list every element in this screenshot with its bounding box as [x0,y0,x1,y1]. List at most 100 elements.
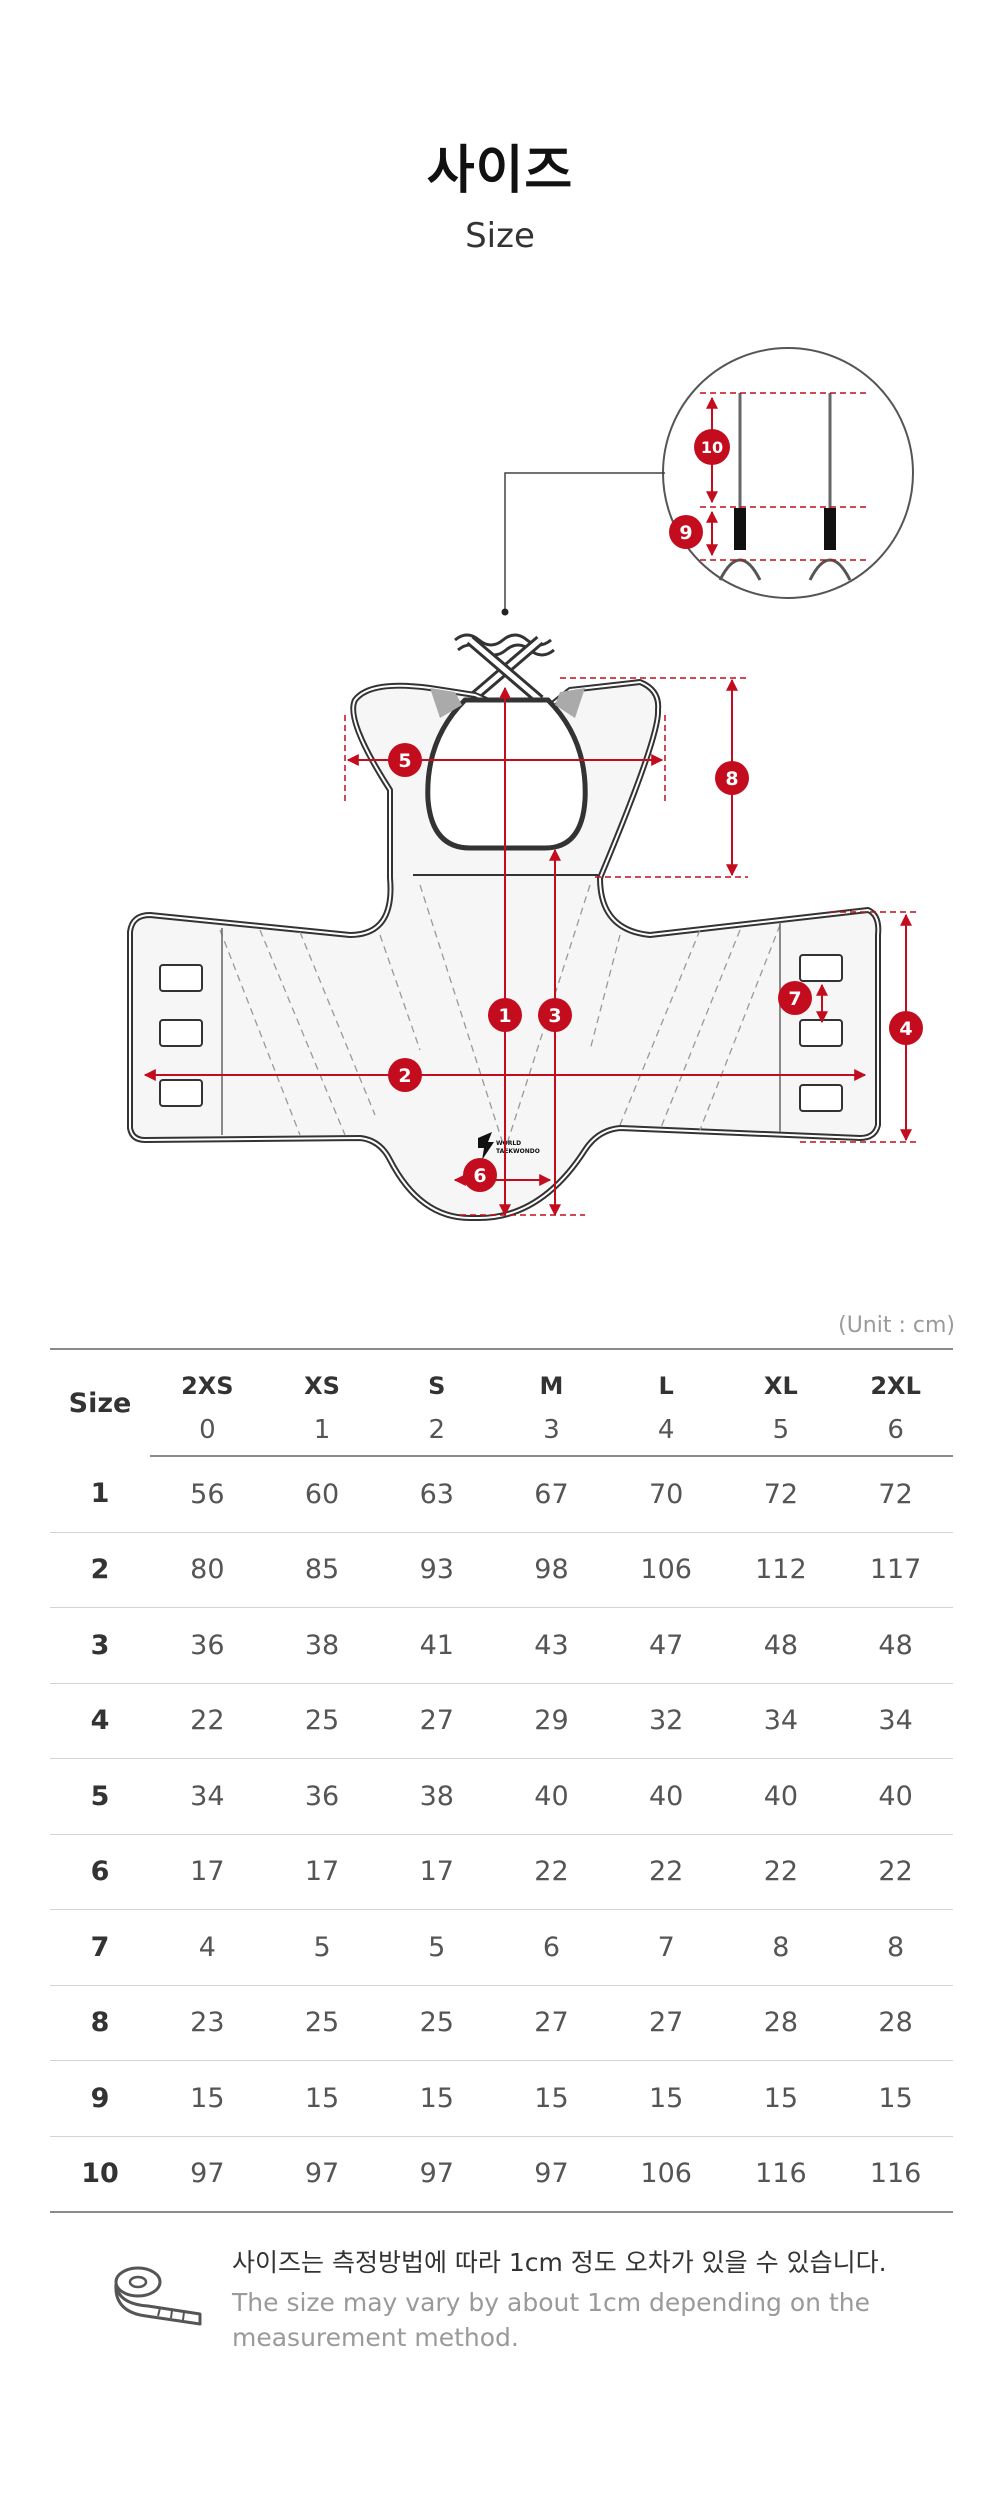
table-cell: 97 [494,2136,609,2213]
measurement-number: 8 [50,1985,150,2061]
table-cell: 85 [264,1532,380,1608]
table-cell: 15 [264,2060,380,2137]
measurement-number: 1 [50,1456,150,1533]
table-cell: 22 [723,1834,839,1910]
note-korean: 사이즈는 측정방법에 따라 1cm 정도 오차가 있을 수 있습니다. [232,2248,887,2277]
table-cell: 93 [379,1532,495,1608]
table-cell: 48 [723,1607,839,1684]
size-number: 6 [838,1404,953,1457]
note-english: The size may vary by about 1cm depending… [232,2288,870,2352]
marker-6: 6 [463,1158,497,1192]
table-cell: 32 [608,1683,724,1759]
marker-9: 9 [669,515,703,549]
svg-text:8: 8 [725,768,738,790]
table-cell: 40 [494,1758,609,1835]
table-cell: 28 [838,1985,953,2061]
svg-text:WORLD: WORLD [496,1140,521,1147]
svg-text:10: 10 [701,438,723,457]
table-cell: 22 [494,1834,609,1910]
size-number: 5 [723,1404,839,1457]
marker-8: 8 [715,761,749,795]
table-cell: 27 [379,1683,495,1759]
strap-knot [454,633,555,705]
svg-text:2: 2 [398,1065,411,1087]
size-header-row: Size 2XS XS S M L XL 2XL [50,1348,953,1456]
measurement-number: 5 [50,1758,150,1835]
marker-5: 5 [388,743,422,777]
svg-text:3: 3 [548,1005,561,1027]
size-number: 0 [150,1404,265,1457]
table-cell: 15 [838,2060,953,2137]
size-label: M [494,1348,609,1404]
table-cell: 8 [838,1909,953,1986]
size-label: L [608,1348,724,1404]
page-subtitle: Size [465,216,535,256]
measurement-number: 10 [50,2136,150,2213]
measurement-number: 7 [50,1909,150,1986]
table-cell: 36 [264,1758,380,1835]
table-cell: 17 [379,1834,495,1910]
table-cell: 29 [494,1683,609,1759]
marker-1: 1 [488,998,522,1032]
table-cell: 22 [838,1834,953,1910]
inset-leader-line [504,472,665,612]
table-cell: 98 [494,1532,609,1608]
size-label: XL [723,1348,839,1404]
tape-measure-icon [114,2266,202,2326]
marker-2: 2 [388,1058,422,1092]
table-cell: 5 [264,1909,380,1986]
table-cell: 41 [379,1607,495,1684]
table-cell: 34 [723,1683,839,1759]
table-cell: 56 [150,1456,265,1533]
table-cell: 25 [264,1683,380,1759]
table-cell: 27 [494,1985,609,2061]
measurement-number: 4 [50,1683,150,1759]
measurement-number: 9 [50,2060,150,2137]
svg-text:TAEKWONDO: TAEKWONDO [496,1148,540,1155]
table-cell: 47 [608,1607,724,1684]
table-cell: 17 [150,1834,265,1910]
table-cell: 4 [150,1909,265,1986]
table-cell: 15 [723,2060,839,2137]
table-cell: 60 [264,1456,380,1533]
svg-text:1: 1 [498,1005,511,1027]
size-label: S [379,1348,495,1404]
marker-3: 3 [538,998,572,1032]
table-cell: 34 [838,1683,953,1759]
size-number-row: 0 1 2 3 4 5 6 [50,1404,953,1457]
svg-text:9: 9 [679,522,692,544]
body-protector-diagram: WORLD TAEKWONDO 1 2 3 4 5 6 7 [127,347,923,1222]
size-number: 2 [379,1404,495,1457]
table-cell: 23 [150,1985,265,2061]
size-label: 2XS [150,1348,265,1404]
row-header-label: Size [50,1348,150,1456]
table-cell: 72 [838,1456,953,1533]
marker-7: 7 [778,981,812,1015]
size-number: 4 [608,1404,724,1457]
size-table: Size 2XS XS S M L XL 2XL 0 1 2 3 4 5 6 1… [50,1348,953,2213]
table-cell: 17 [264,1834,380,1910]
measurement-number: 6 [50,1834,150,1910]
measurement-markers: 1 2 3 4 5 6 7 8 9 10 [388,429,923,1192]
table-cell: 15 [494,2060,609,2137]
svg-text:4: 4 [899,1018,912,1040]
unit-label: (Unit : cm) [838,1313,955,1338]
table-cell: 97 [150,2136,265,2213]
table-cell: 25 [264,1985,380,2061]
svg-text:5: 5 [398,750,411,772]
table-cell: 15 [379,2060,495,2137]
svg-text:7: 7 [788,988,801,1010]
table-cell: 15 [150,2060,265,2137]
table-cell: 8 [723,1909,839,1986]
table-cell: 117 [838,1532,953,1608]
table-cell: 5 [379,1909,495,1986]
table-cell: 63 [379,1456,495,1533]
